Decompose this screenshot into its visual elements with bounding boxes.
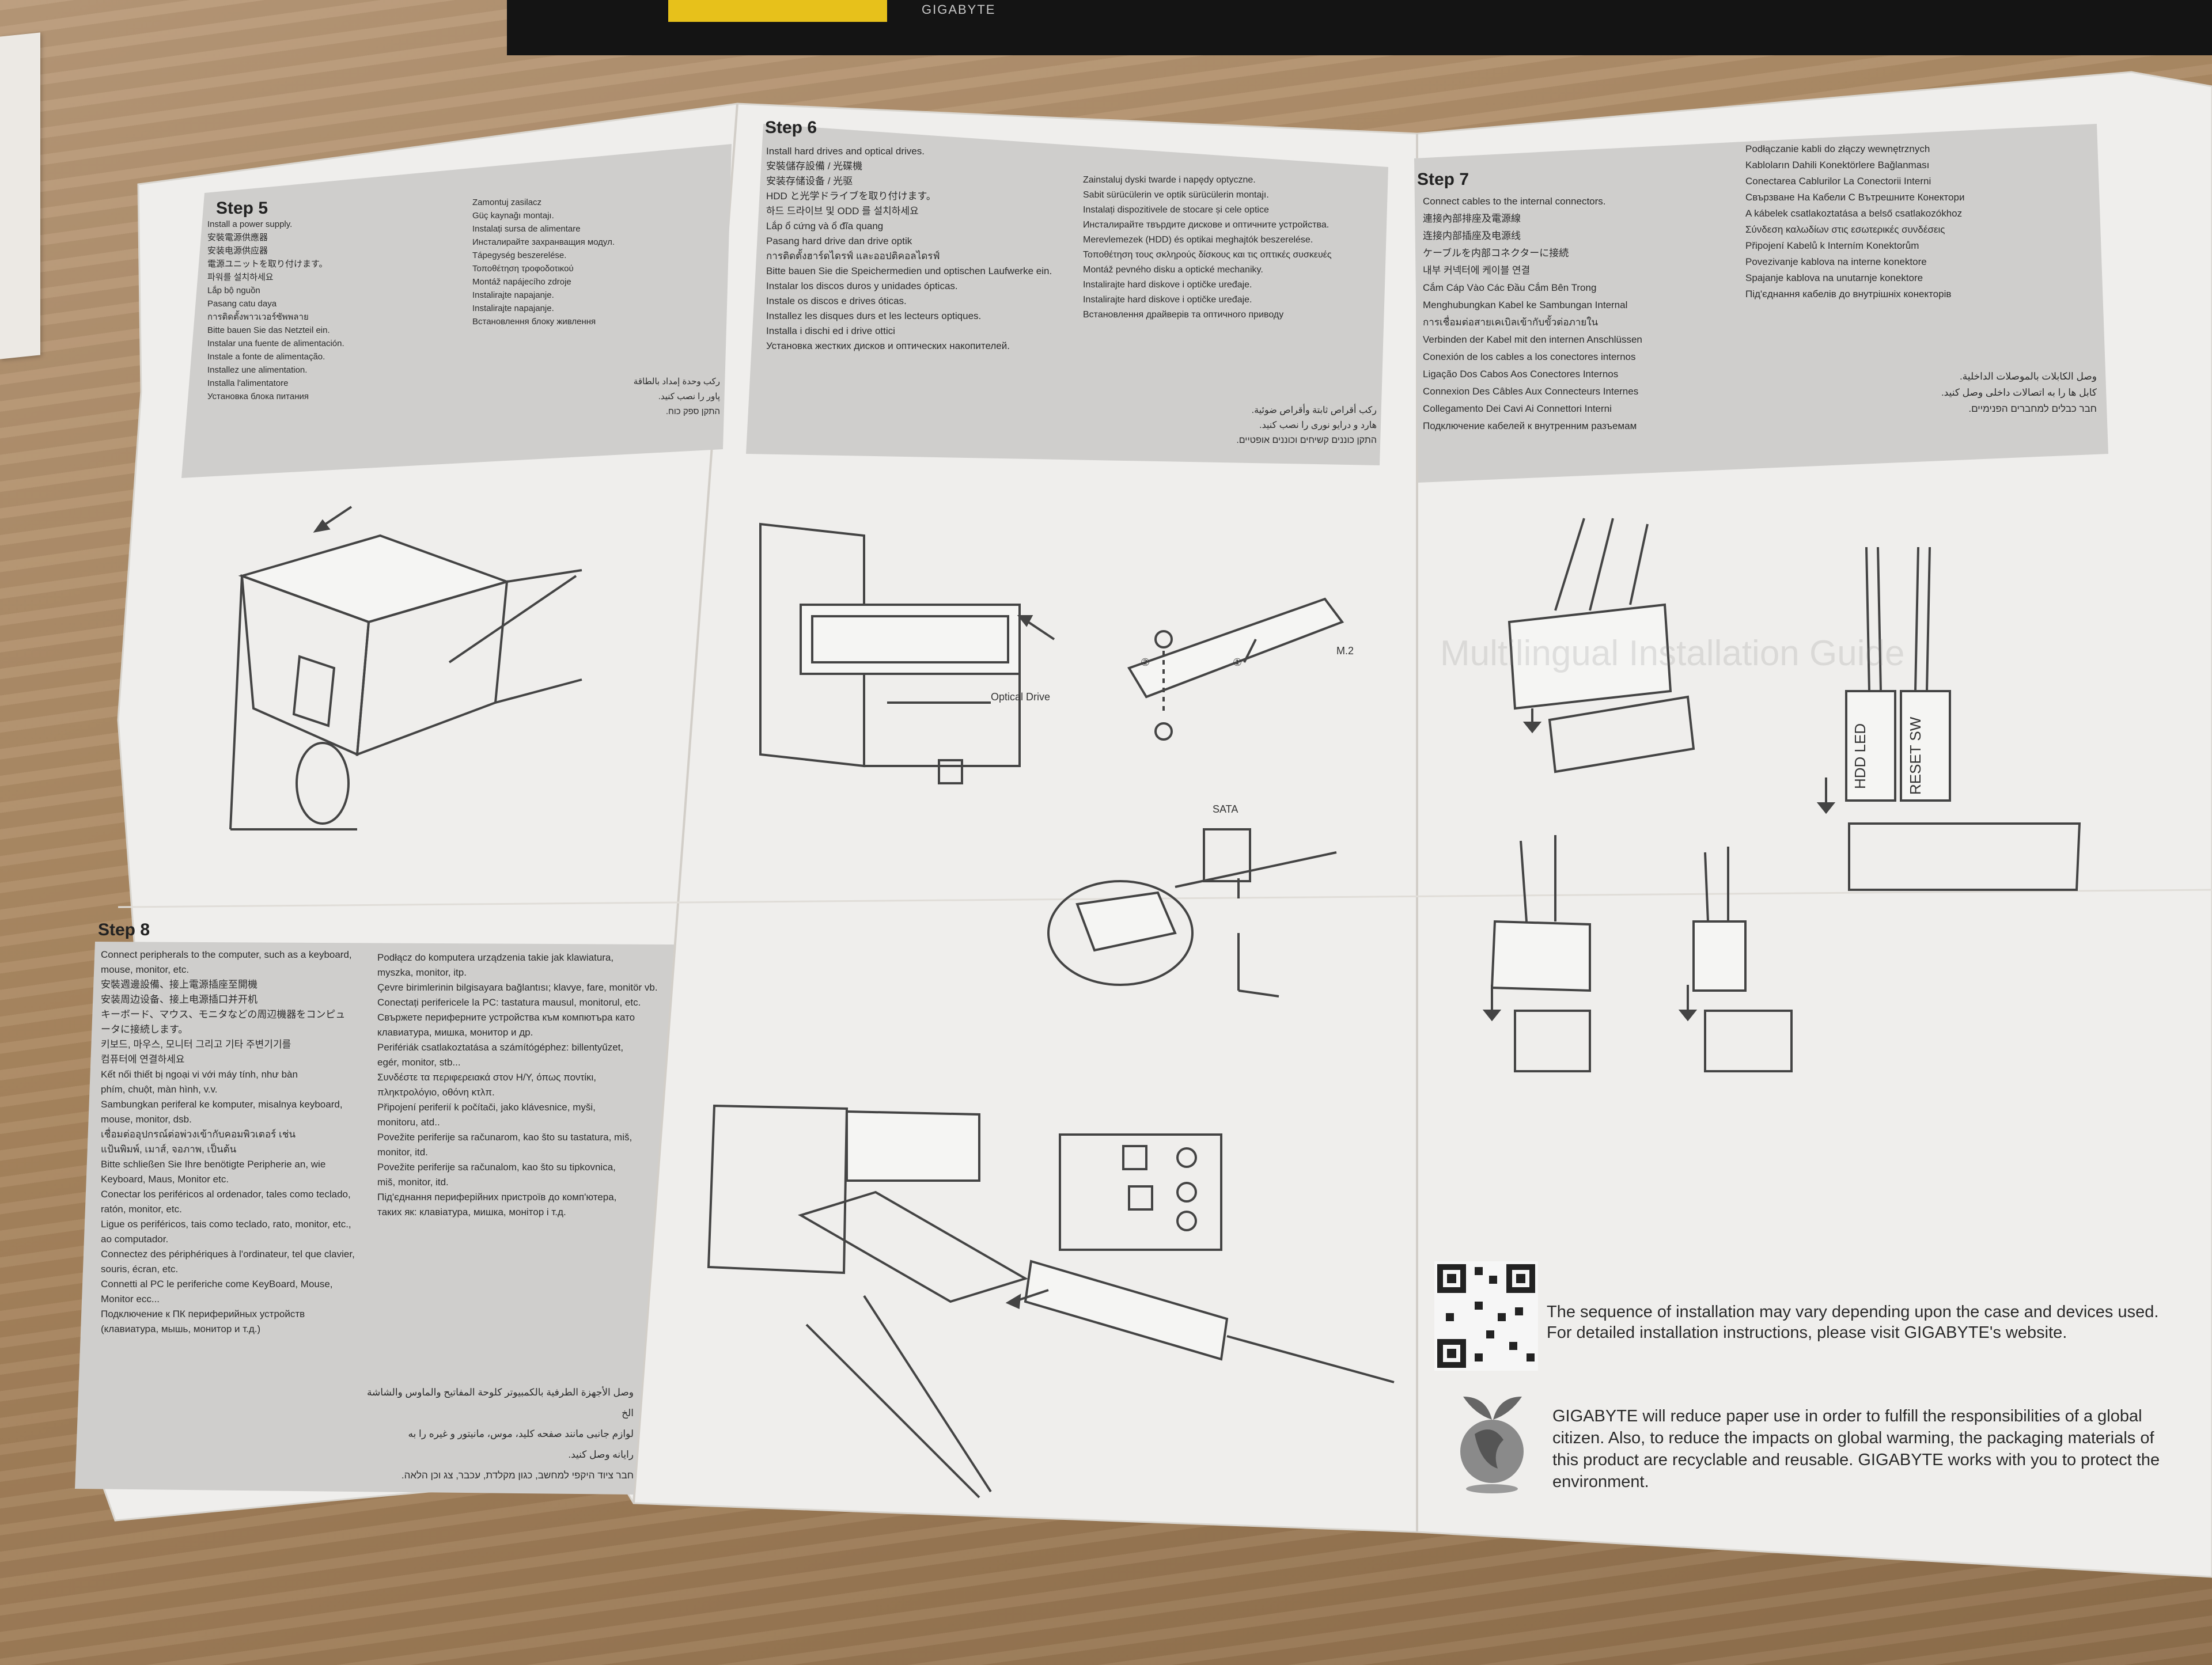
step5-panel: [181, 144, 732, 478]
step8-text-right: Podłącz do komputera urządzenia takie ja…: [377, 952, 658, 1218]
installation-sequence-note: The sequence of installation may vary de…: [1547, 1303, 2159, 1342]
front-panel-connector-illustration: [1816, 547, 2081, 891]
step8-title: Step 8: [98, 920, 150, 939]
step6-number-1: ①: [1233, 657, 1243, 668]
step6-text-right: Zainstaluj dyski twarde i napędy optyczn…: [1083, 175, 1332, 320]
optical-drive-illustration: [759, 522, 1055, 784]
step5-text-rtl: ركب وحدة إمداد بالطاقة پاور را نصب کنید.…: [633, 377, 720, 416]
step5-title: Step 5: [216, 199, 268, 218]
eco-statement: GIGABYTE will reduce paper use in order …: [1552, 1407, 2160, 1491]
eco-globe-icon: [1460, 1397, 1524, 1493]
step5-text-left: Install a power supply. 安裝電源供應器 安装电源供应器 …: [207, 219, 344, 401]
atx-power-connector-illustration: [1508, 518, 1695, 773]
step6-number-2: ②: [1141, 657, 1150, 668]
step8-panel: [75, 942, 674, 1495]
step6-title: Step 6: [765, 118, 817, 137]
sata-label: SATA: [1213, 803, 1238, 815]
sata-drive-illustration: [1047, 828, 1337, 998]
step5-text-right: Zamontuj zasilacz Güç kaynağı montajı. I…: [472, 198, 615, 327]
step7-title: Step 7: [1417, 170, 1469, 189]
qr-code: [1434, 1261, 1538, 1371]
step7-panel: [1414, 124, 2108, 483]
step7-text-right: Podłączanie kabli do złączy wewnętrznych…: [1745, 143, 1965, 299]
box-brand-text: GIGABYTE: [922, 2, 996, 17]
hdd-led-label: HDD LED: [1851, 723, 1869, 789]
optical-drive-label: Optical Drive: [991, 691, 1051, 703]
fold-line-3: [118, 889, 2212, 908]
step8-text-rtl: وصل الأجهزة الطرفية بالكمبيوتر كلوحة الم…: [366, 1387, 634, 1481]
rear-io-illustration: [707, 1104, 1395, 1499]
m2-ssd-illustration: [1127, 597, 1344, 741]
box-warning-sticker: [668, 0, 887, 22]
step7-text-rtl: وصل الكابلات بالموصلات الداخلية. کابل ها…: [1941, 371, 2097, 414]
step6-panel: [746, 124, 1388, 465]
step7-text-left: Connect cables to the internal connector…: [1423, 196, 1642, 431]
m2-label: M.2: [1336, 645, 1354, 657]
step6-text-rtl: ركب أقراص ثابتة وأقراص ضوئية. هارد و درا…: [1236, 405, 1377, 445]
watermark-title: Multilingual Installation Guide: [1440, 634, 1905, 673]
step8-text-left: Connect peripherals to the computer, suc…: [101, 949, 355, 1334]
step6-text-left: Install hard drives and optical drives. …: [766, 146, 1052, 351]
psu-illustration: [229, 506, 582, 830]
pcie-power-connector-illustration: [1482, 835, 1793, 1072]
reset-sw-label: RESET SW: [1907, 716, 1924, 795]
